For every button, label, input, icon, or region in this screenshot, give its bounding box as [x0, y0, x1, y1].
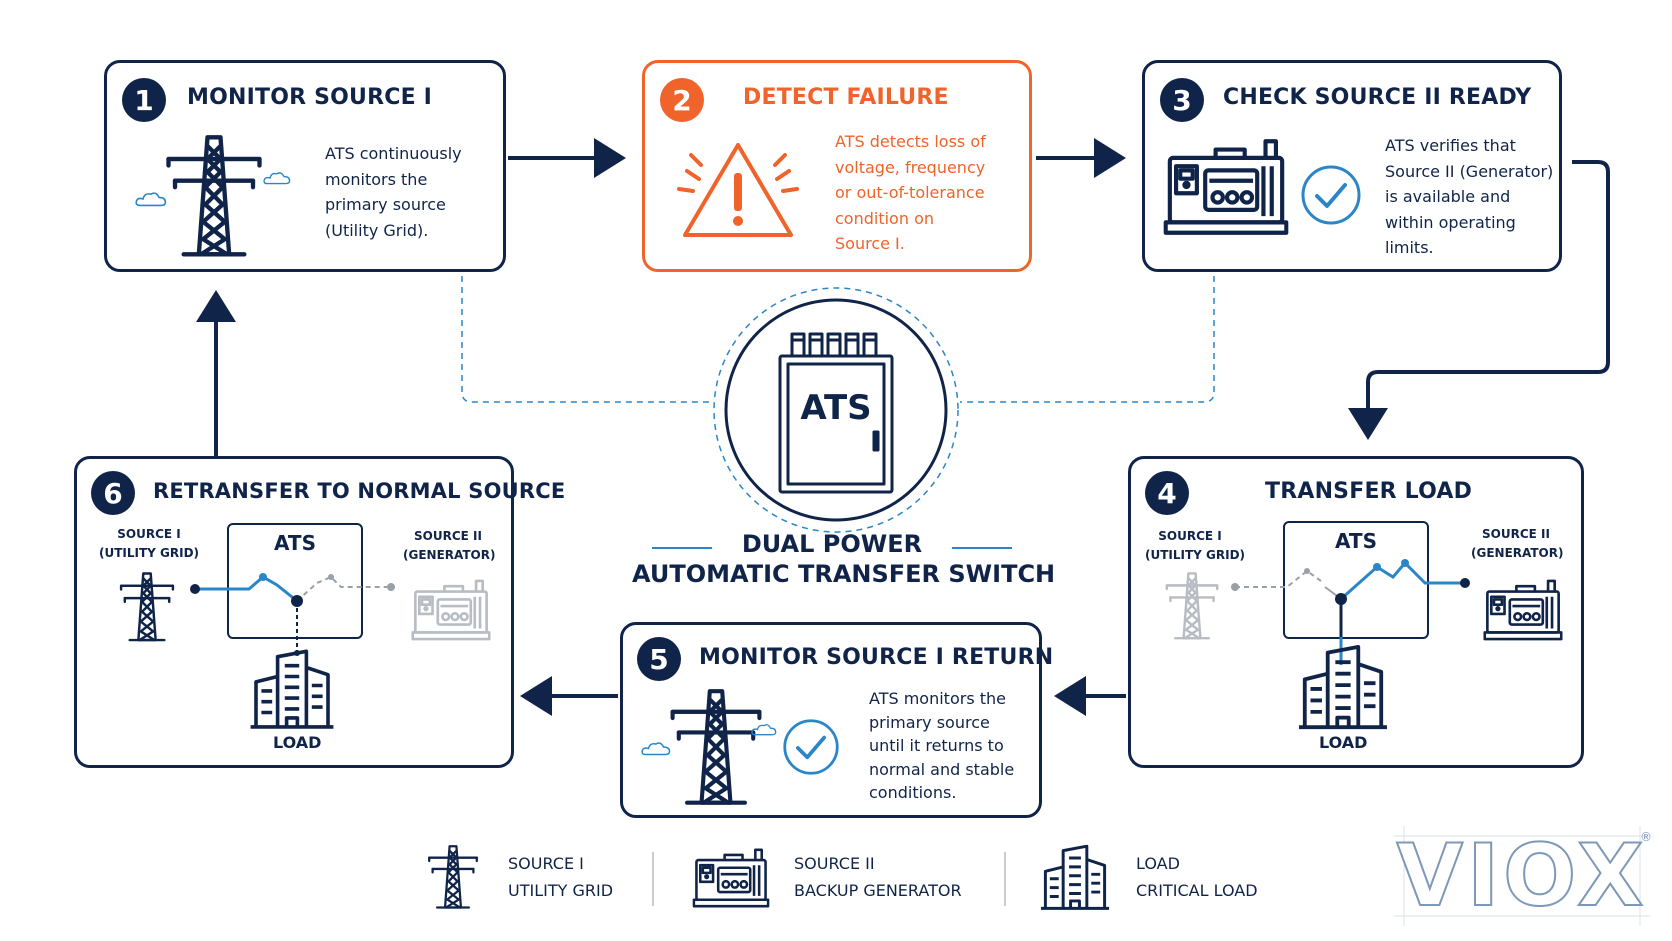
- step-1-card: 1 MONITOR SOURCE I ATS continuously moni…: [104, 60, 506, 272]
- step-1-description: ATS continuously monitors the primary so…: [325, 144, 462, 240]
- step-5-description: ATS monitors the primary source until it…: [869, 689, 1015, 802]
- step-5-title: MONITOR SOURCE I RETURN: [699, 645, 1054, 670]
- step-3-title: CHECK SOURCE II READY: [1223, 85, 1532, 110]
- dashed-link-right: [960, 276, 1215, 403]
- check-circle-icon: [1301, 165, 1361, 225]
- step-4-load-label: LOAD: [1319, 733, 1368, 752]
- cloud-icon: [263, 171, 291, 185]
- viox-logo: VIOX ®: [1394, 826, 1652, 926]
- step-2-card: 2 DETECT FAILURE ATS detects loss of vol…: [642, 60, 1032, 272]
- building-icon: [247, 649, 337, 731]
- check-circle-icon: [783, 719, 839, 775]
- step-4-source1-label: SOURCE I(UTILITY GRID): [1145, 529, 1246, 562]
- logo-wordmark: VIOX: [1396, 826, 1648, 926]
- step-6-ats-box: ATS: [227, 523, 363, 639]
- step-2-number: 2: [660, 78, 704, 122]
- ats-cabinet-label: ATS: [800, 388, 872, 428]
- ats-dashed-ring: [713, 287, 959, 533]
- ats-cabinet-icon: [778, 332, 894, 494]
- step-2-description: ATS detects loss of voltage, frequency o…: [835, 132, 986, 253]
- transmission-tower-icon: [661, 687, 771, 811]
- cloud-icon: [135, 191, 167, 207]
- arrow-3-to-4: [1348, 160, 1610, 440]
- legend-divider: [1004, 852, 1006, 906]
- step-4-ats-box: ATS: [1283, 521, 1429, 639]
- step-6-number: 6: [91, 471, 135, 515]
- step-6-card: 6 RETRANSFER TO NORMAL SOURCE SOURCE I(U…: [74, 456, 565, 768]
- step-3-number: 3: [1160, 78, 1204, 122]
- building-icon: [1295, 645, 1391, 731]
- step-4-switch-diagram: [1231, 559, 1470, 665]
- legend-building-icon: [1038, 844, 1112, 912]
- center-title-line2: AUTOMATIC TRANSFER SWITCH: [632, 560, 1056, 588]
- step-6-source1-label: SOURCE I(UTILITY GRID): [99, 527, 200, 560]
- legend-divider: [652, 852, 654, 906]
- warning-triangle-icon: [677, 143, 799, 237]
- legend-tower-icon: [424, 844, 482, 912]
- center-title-line1: DUAL POWER: [741, 530, 923, 558]
- step-4-number: 4: [1145, 471, 1189, 515]
- step-3-description: ATS verifies that Source II (Generator) …: [1385, 136, 1554, 257]
- generator-icon: [1163, 135, 1289, 239]
- step-4-title: TRANSFER LOAD: [1265, 479, 1473, 504]
- step-6-load-label: LOAD: [273, 733, 322, 752]
- logo-grid: [1394, 826, 1650, 926]
- step-3-card: 3 CHECK SOURCE II READY ATS verifies tha…: [1142, 60, 1562, 272]
- step-1-number: 1: [122, 78, 166, 122]
- step-5-number: 5: [637, 637, 681, 681]
- legend-generator-icon: [692, 846, 770, 910]
- dashed-link-left: [461, 276, 712, 403]
- cloud-icon: [751, 723, 777, 736]
- step-6-title: RETRANSFER TO NORMAL SOURCE: [153, 479, 566, 503]
- step-1-title: MONITOR SOURCE I: [187, 85, 433, 110]
- step-4-source2-label: SOURCE II(GENERATOR): [1471, 527, 1564, 560]
- cloud-icon: [641, 741, 671, 756]
- logo-registered-mark: ®: [1640, 830, 1652, 844]
- step-6-source2-label: SOURCE II(GENERATOR): [403, 529, 496, 562]
- step-4-card: 4 TRANSFER LOAD SOURCE I(UTILITY GRID) S…: [1128, 456, 1584, 768]
- transmission-tower-icon: [155, 133, 273, 263]
- step-5-card: 5 MONITOR SOURCE I RETURN ATS monitors t…: [620, 622, 1053, 818]
- step-2-title: DETECT FAILURE: [743, 85, 949, 110]
